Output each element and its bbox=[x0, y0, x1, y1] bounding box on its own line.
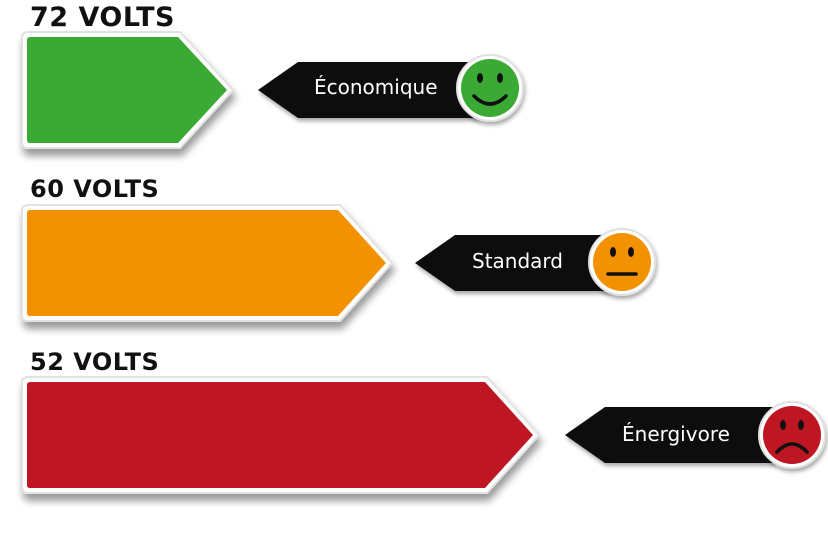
smiley-sad-icon bbox=[758, 401, 826, 469]
level-arrow-fill bbox=[27, 382, 533, 488]
level-arrow-fill bbox=[27, 37, 227, 143]
voltage-title: 72 VOLTS bbox=[30, 2, 175, 33]
rating-tag bbox=[415, 235, 612, 291]
smiley-neutral-icon bbox=[588, 228, 656, 296]
voltage-title: 60 VOLTS bbox=[30, 175, 160, 203]
level-arrow-fill bbox=[27, 210, 386, 316]
rating-tag bbox=[258, 62, 478, 118]
smiley-happy-icon bbox=[456, 54, 524, 122]
rating-label: Énergivore bbox=[622, 422, 730, 446]
rating-label: Économique bbox=[314, 75, 438, 99]
voltage-title: 52 VOLTS bbox=[30, 348, 160, 376]
rating-tag bbox=[565, 407, 775, 463]
rating-label: Standard bbox=[472, 249, 563, 273]
